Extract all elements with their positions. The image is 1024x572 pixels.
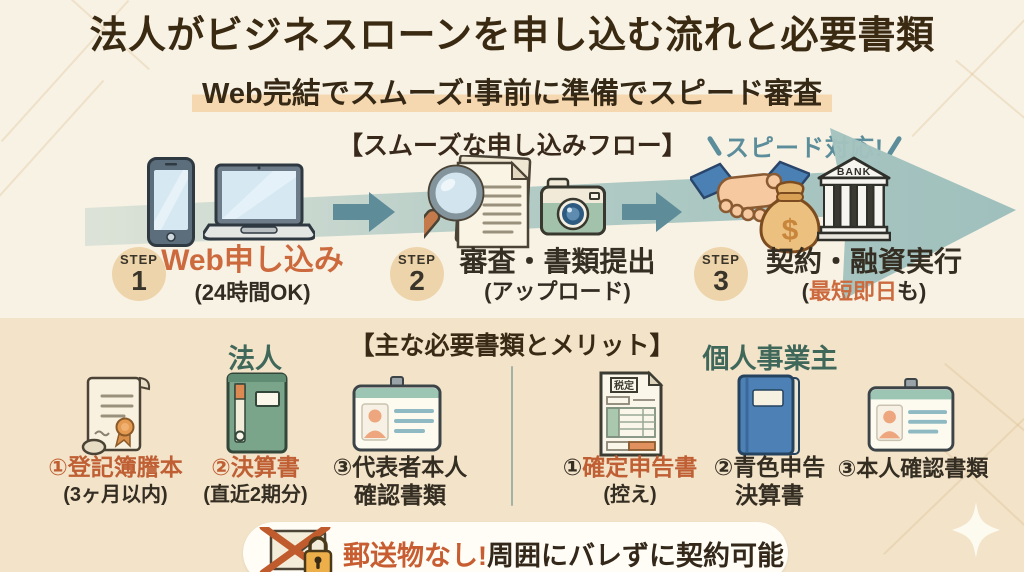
step-1-badge: STEP 1 — [112, 247, 166, 301]
page-title: 法人がビジネスローンを申し込む流れと必要書類 — [89, 15, 935, 57]
corporate-item-2-label: ②決算書 (直近2期分) — [178, 454, 333, 508]
doc-title: ②決算書 — [211, 454, 300, 480]
magnifier-documents-icon — [424, 155, 532, 249]
step-1-note: (24時間OK) — [194, 279, 311, 305]
doc-number: ① — [562, 454, 583, 480]
doc-title: ③本人確認書類 — [837, 456, 989, 481]
step-number: 3 — [713, 265, 729, 296]
financial-binder-icon — [226, 372, 288, 454]
corporate-item-1-label: ①登記簿謄本 (3ヶ月以内) — [28, 454, 203, 508]
flow-heading: 【スムーズな申し込みフロー】 — [338, 132, 687, 160]
money-bag-icon: $ — [759, 180, 821, 254]
page-subtitle-row: Web完結でスムーズ!事前に準備でスピード審査 — [0, 70, 1024, 112]
sparkle-icon — [952, 502, 1000, 558]
individual-item-2-label: ②青色申告 決算書 — [692, 454, 847, 509]
step-1-text: Web申し込み (24時間OK) — [160, 244, 345, 307]
step-word: STEP — [702, 252, 740, 267]
note-rest: も) — [897, 279, 927, 305]
step-number: 1 — [131, 265, 147, 296]
doc-title: ③代表者本人 — [332, 454, 468, 480]
id-card-icon — [867, 378, 955, 452]
step-2-badge: STEP 2 — [390, 247, 444, 301]
corporate-heading: 法人 — [228, 344, 282, 374]
section-divider — [511, 366, 513, 506]
no-mail-rest: 周囲にバレずに契約可能 — [487, 540, 784, 571]
bank-label: BANK — [837, 166, 871, 178]
no-mail-lock-icon — [259, 527, 333, 572]
step-2-title: 審査・書類提出 — [459, 246, 656, 277]
step-2-note: (アップロード) — [484, 279, 631, 305]
doc-note: (3ヶ月以内) — [63, 483, 168, 506]
individual-heading: 個人事業主 — [702, 344, 838, 374]
doc-note: (控え) — [603, 483, 657, 506]
tax-doc-label: 税定 — [614, 379, 634, 392]
doc-title: ①登記簿謄本 — [48, 454, 183, 480]
step-3-title: 契約・融資実行 — [765, 246, 962, 277]
doc-title-line2: 決算書 — [735, 481, 804, 508]
doc-title-accent: 確定申告書 — [582, 454, 698, 480]
id-card-icon — [352, 376, 442, 452]
step-3-note: (最短即日も) — [744, 278, 984, 307]
laptop-icon — [203, 163, 315, 241]
dollar-symbol: $ — [782, 214, 799, 247]
corporate-item-3-label: ③代表者本人 確認書類 — [320, 454, 480, 509]
arrow-right-icon — [622, 192, 682, 232]
note-paren: ( — [801, 279, 809, 305]
step-3-text: 契約・融資実行 (最短即日も) — [744, 246, 984, 307]
blue-notebook-icon — [737, 374, 800, 456]
documents-heading: 【主な必要書類とメリット】 — [349, 332, 675, 360]
arrow-right-icon — [333, 192, 395, 232]
step-3-badge: STEP 3 — [694, 247, 748, 301]
step-number: 2 — [409, 265, 425, 296]
handshake-icon — [690, 160, 810, 223]
step-2-text: 審査・書類提出 (アップロード) — [440, 246, 675, 307]
note-accent: 最短即日 — [808, 279, 897, 305]
doc-note: (直近2期分) — [203, 483, 308, 506]
step-word: STEP — [398, 252, 436, 267]
bank-icon: BANK — [817, 156, 891, 242]
individual-item-3-label: ③本人確認書類 — [818, 456, 1008, 482]
step-1-title: Web申し込み — [161, 244, 344, 277]
page-subtitle: Web完結でスムーズ!事前に準備でスピード審査 — [192, 70, 832, 112]
camera-icon — [540, 177, 606, 236]
step-word: STEP — [120, 252, 158, 267]
doc-title-line2: 確認書類 — [354, 481, 446, 508]
no-mail-highlight: 郵送物なし! — [343, 540, 487, 571]
individual-item-1-label: ①確定申告書 (控え) — [545, 454, 715, 508]
no-mail-text: 郵送物なし!周囲にバレずに契約可能 — [343, 534, 784, 572]
tax-return-icon: 税定 — [599, 370, 664, 457]
certificate-scroll-icon — [81, 376, 151, 456]
doc-title: ①確定申告書 — [545, 454, 715, 482]
doc-title: ②青色申告 — [713, 454, 826, 480]
no-mail-banner: 郵送物なし!周囲にバレずに契約可能 — [243, 522, 788, 572]
smartphone-icon — [147, 157, 195, 247]
